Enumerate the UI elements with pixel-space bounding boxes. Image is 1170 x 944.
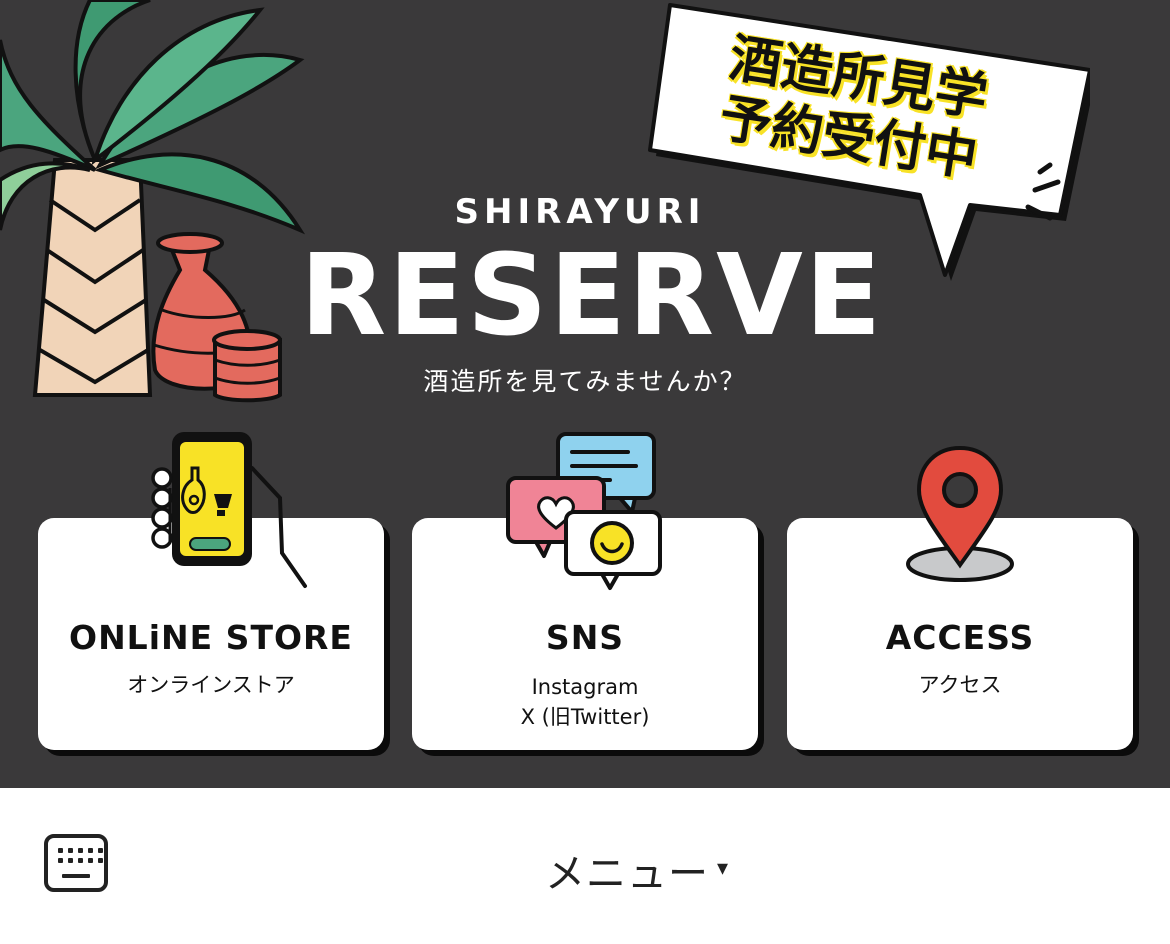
- speech-bubble-shape: [648, 3, 1090, 281]
- card-title: ONLiNE STORE: [69, 618, 353, 657]
- chat-bubbles-icon: [506, 432, 662, 590]
- bottom-bar: メニュー ▾: [0, 788, 1170, 944]
- brand-name: SHIRAYURI: [454, 192, 706, 232]
- keyboard-icon[interactable]: [44, 834, 108, 892]
- main-title: RESERVE: [300, 231, 884, 361]
- online-store-card[interactable]: ONLiNE STORE オンラインストア: [38, 518, 384, 750]
- menu-toggle-button[interactable]: メニュー ▾: [545, 840, 728, 900]
- menu-label: メニュー: [545, 851, 709, 897]
- card-subtitle: オンラインストア: [127, 673, 295, 697]
- card-subtitle: Instagram X (旧Twitter): [412, 672, 758, 732]
- card-subtitle-line-x: X (旧Twitter): [520, 705, 650, 729]
- subtitle: 酒造所を見てみませんか？: [423, 367, 747, 396]
- card-subtitle-line-instagram: Instagram: [531, 675, 639, 699]
- smartphone-sake-icon: [151, 432, 307, 588]
- card-subtitle: アクセス: [918, 673, 1002, 697]
- rich-menu: 酒造所見学 予約受付中 SHIRAYURI RESERVE 酒造所を見てみません…: [0, 0, 1170, 788]
- card-title: SNS: [545, 618, 625, 657]
- map-pin-icon: [906, 445, 1014, 582]
- chevron-down-icon: ▾: [717, 855, 729, 881]
- reservation-speech-bubble[interactable]: 酒造所見学 予約受付中: [630, 0, 1090, 285]
- palm-tree-sake-illustration: [0, 0, 306, 403]
- card-title: ACCESS: [885, 618, 1035, 657]
